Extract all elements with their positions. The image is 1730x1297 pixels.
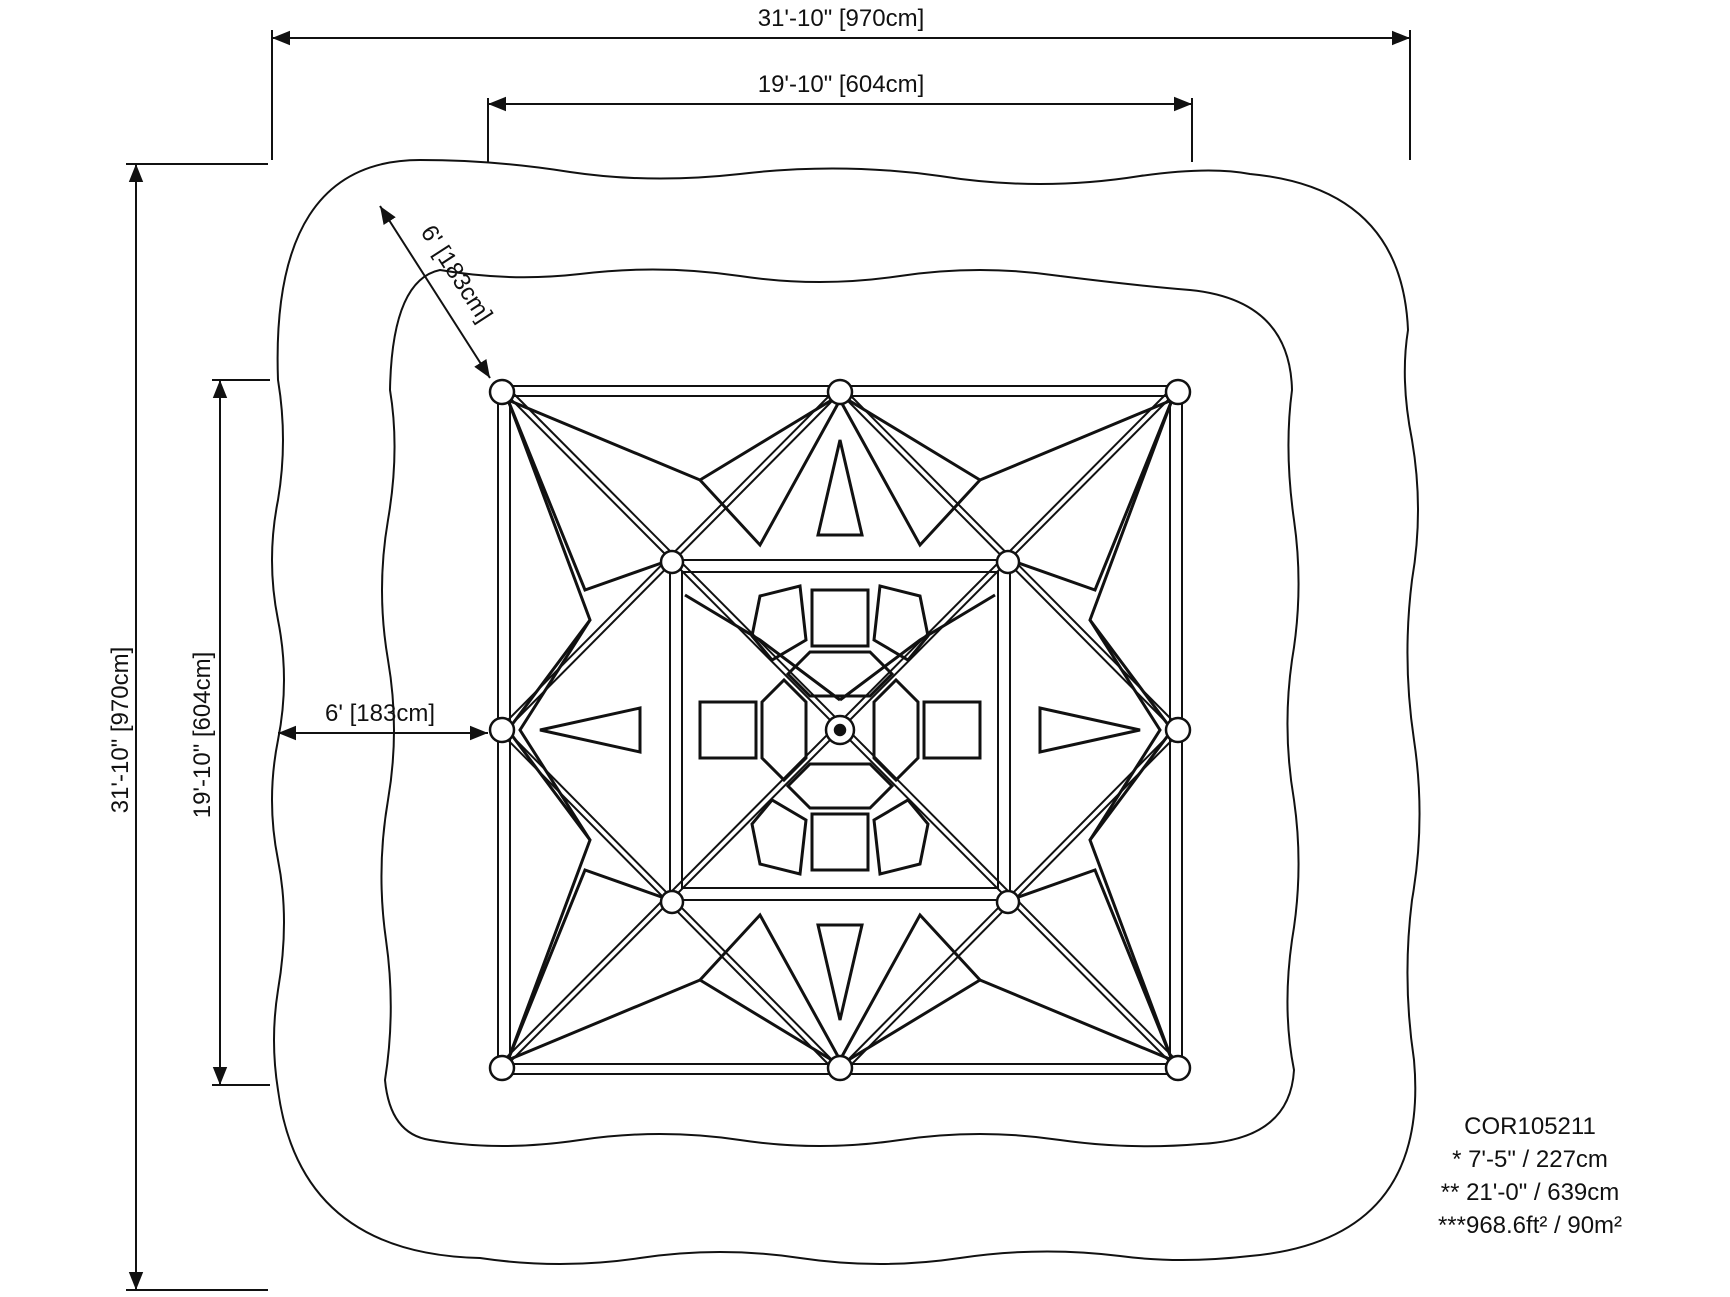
post-node	[488, 1054, 516, 1082]
inner-safety-zone	[380, 268, 1300, 1148]
overall-width-label: 31'-10" [970cm]	[758, 5, 925, 32]
inner-width-label: 19'-10" [604cm]	[758, 71, 925, 98]
post-node	[1164, 716, 1192, 744]
inner-height-label: 19'-10" [604cm]	[189, 652, 216, 819]
note-line-2: ** 21'-0" / 639cm	[1440, 1179, 1620, 1206]
overall-height-label: 31'-10" [970cm]	[107, 647, 134, 814]
side-clearance-label: 6' [183cm]	[325, 700, 435, 727]
post-node	[488, 378, 516, 406]
note-line-1: * 7'-5" / 227cm	[1452, 1146, 1608, 1173]
posts	[488, 378, 1192, 1082]
triangle-nets	[539, 439, 1141, 1021]
post-node	[488, 716, 516, 744]
post-node	[995, 889, 1021, 915]
note-line-3: ***968.6ft² / 90m²	[1437, 1212, 1623, 1239]
post-node	[826, 378, 854, 406]
post-node	[1164, 1054, 1192, 1082]
dimension-lines	[126, 30, 1411, 1291]
info-block: COR105211 * 7'-5" / 227cm ** 21'-0" / 63…	[1380, 1110, 1680, 1242]
post-node	[995, 549, 1021, 575]
outer-safety-zone	[271, 158, 1421, 1265]
center-nets	[684, 584, 996, 876]
model-number: COR105211	[1464, 1113, 1596, 1140]
post-node	[659, 889, 685, 915]
post-node	[826, 1054, 854, 1082]
post-node	[1164, 378, 1192, 406]
inner-frame	[669, 559, 1011, 901]
post-node	[659, 549, 685, 575]
